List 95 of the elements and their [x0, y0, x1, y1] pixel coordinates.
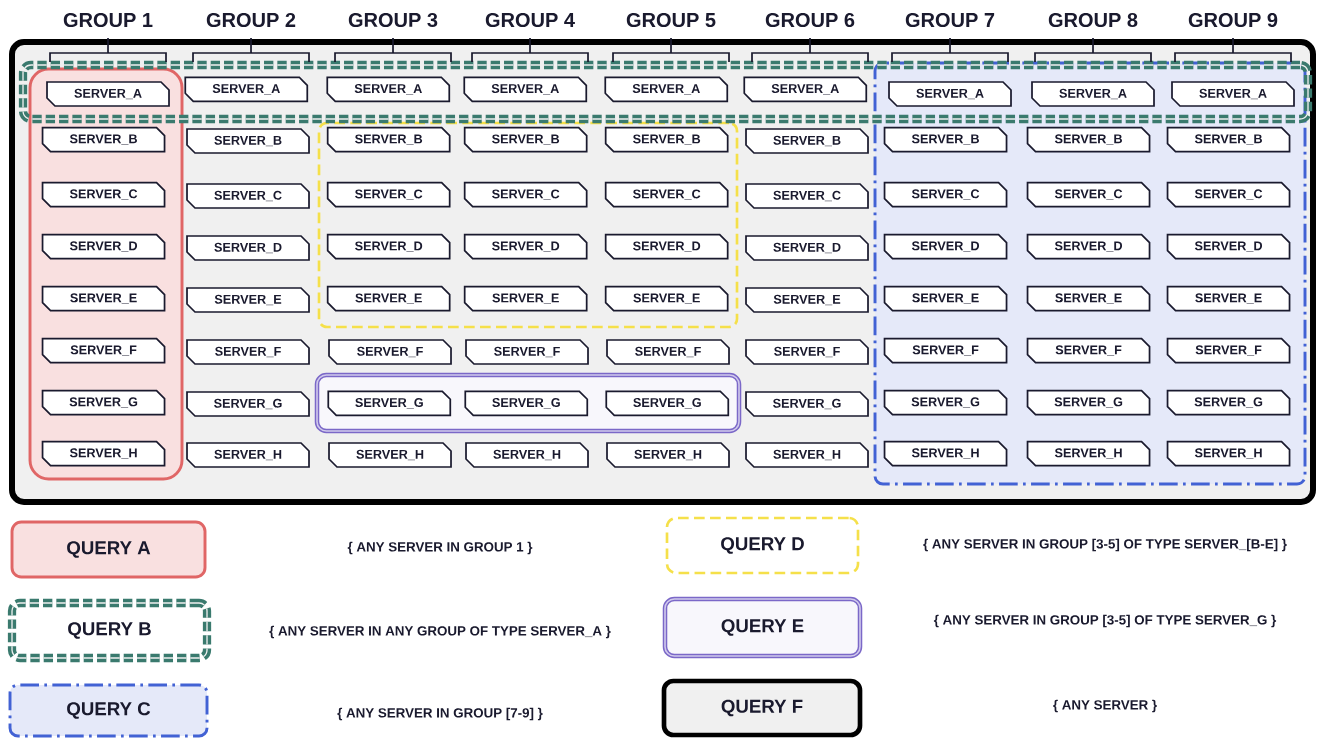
server-box: SERVER_G: [745, 391, 869, 417]
group-label: GROUP 2: [206, 12, 296, 28]
server-box: SERVER_B: [463, 126, 588, 153]
server-box: SERVER_E: [41, 285, 166, 312]
server-box: SERVER_D: [463, 233, 588, 260]
server-box: SERVER_D: [745, 235, 869, 261]
server-box: SERVER_A: [184, 76, 309, 103]
group-label: GROUP 3: [348, 12, 438, 28]
server-box: SERVER_E: [463, 285, 588, 312]
group-label: GROUP 9: [1188, 12, 1278, 28]
server-box: SERVER_H: [41, 440, 166, 467]
server-box: SERVER_G: [186, 391, 310, 417]
server-box: SERVER_B: [1026, 126, 1151, 153]
server-box: SERVER_D: [604, 233, 729, 260]
server-box: SERVER_B: [745, 128, 869, 154]
server-box: SERVER_E: [186, 287, 310, 313]
server-box: SERVER_A: [604, 76, 729, 103]
server-box: SERVER_A: [463, 76, 588, 103]
server-box: SERVER_D: [41, 233, 166, 260]
server-box: SERVER_G: [327, 390, 452, 417]
query-box: QUERY A: [10, 520, 207, 579]
query-description: { ANY SERVER }: [1053, 699, 1157, 713]
server-box: SERVER_H: [186, 442, 310, 468]
query-description: { ANY SERVER IN GROUP [3-5] OF TYPE SERVER_G }: [933, 614, 1277, 628]
server-box: SERVER_D: [326, 233, 451, 260]
group-label: GROUP 7: [905, 12, 995, 28]
server-box: SERVER_F: [41, 337, 166, 364]
server-box: SERVER_F: [1166, 337, 1291, 364]
server-box: SERVER_H: [328, 442, 452, 468]
server-box: SERVER_G: [883, 389, 1008, 416]
query-box: QUERY D: [665, 516, 860, 575]
server-box: SERVER_B: [883, 126, 1008, 153]
group-label: GROUP 4: [485, 12, 575, 28]
server-box: SERVER_C: [1166, 181, 1291, 208]
server-box: SERVER_H: [1026, 440, 1151, 467]
server-box: SERVER_E: [883, 285, 1008, 312]
server-box: SERVER_B: [186, 128, 310, 154]
server-box: SERVER_G: [464, 390, 589, 417]
server-box: SERVER_A: [46, 81, 170, 107]
server-box: SERVER_H: [606, 442, 730, 468]
query-description: { ANY SERVER IN GROUP [7-9] }: [337, 707, 543, 721]
query-box: QUERY E: [662, 596, 863, 659]
server-box: SERVER_G: [41, 389, 166, 416]
server-box: SERVER_E: [745, 287, 869, 313]
server-box: SERVER_C: [463, 181, 588, 208]
query-region: [18, 60, 1313, 124]
server-box: SERVER_A: [1031, 81, 1155, 107]
query-description: { ANY SERVER IN GROUP [3-5] OF TYPE SERVER_[B-E] }: [923, 538, 1287, 552]
server-box: SERVER_A: [888, 81, 1012, 107]
server-box: SERVER_C: [745, 183, 869, 209]
server-box: SERVER_A: [326, 76, 451, 103]
server-box: SERVER_C: [41, 181, 166, 208]
server-box: SERVER_A: [1171, 81, 1295, 107]
server-box: SERVER_C: [1026, 181, 1151, 208]
group-label: GROUP 8: [1048, 12, 1138, 28]
server-box: SERVER_D: [883, 233, 1008, 260]
server-box: SERVER_B: [1166, 126, 1291, 153]
server-box: SERVER_H: [883, 440, 1008, 467]
server-box: SERVER_B: [41, 126, 166, 153]
query-region: [317, 121, 739, 329]
server-box: SERVER_F: [1026, 337, 1151, 364]
server-box: SERVER_C: [326, 181, 451, 208]
server-box: SERVER_C: [883, 181, 1008, 208]
group-label: GROUP 5: [626, 12, 716, 28]
server-box: SERVER_F: [186, 339, 310, 365]
query-box: QUERY F: [661, 678, 863, 738]
server-box: SERVER_B: [604, 126, 729, 153]
server-box: SERVER_F: [745, 339, 869, 365]
server-box: SERVER_E: [326, 285, 451, 312]
server-box: SERVER_B: [326, 126, 451, 153]
server-box: SERVER_D: [1026, 233, 1151, 260]
server-box: SERVER_E: [604, 285, 729, 312]
server-box: SERVER_F: [606, 339, 730, 365]
server-box: SERVER_A: [743, 76, 868, 103]
query-description: { ANY SERVER IN ANY GROUP OF TYPE SERVER_A }: [269, 625, 611, 639]
server-box: SERVER_D: [186, 235, 310, 261]
server-box: SERVER_G: [1166, 389, 1291, 416]
server-box: SERVER_H: [745, 442, 869, 468]
server-box: SERVER_C: [604, 181, 729, 208]
server-box: SERVER_H: [1166, 440, 1291, 467]
server-box: SERVER_F: [883, 337, 1008, 364]
query-description: { ANY SERVER IN GROUP 1 }: [347, 541, 533, 555]
server-box: SERVER_H: [465, 442, 589, 468]
query-box: QUERY B: [7, 598, 212, 663]
server-box: SERVER_G: [1026, 389, 1151, 416]
server-box: SERVER_E: [1166, 285, 1291, 312]
server-box: SERVER_F: [465, 339, 589, 365]
query-box: QUERY C: [8, 683, 209, 738]
server-box: SERVER_D: [1166, 233, 1291, 260]
server-box: SERVER_E: [1026, 285, 1151, 312]
group-label: GROUP 6: [765, 12, 855, 28]
server-box: SERVER_C: [186, 183, 310, 209]
server-box: SERVER_F: [328, 339, 452, 365]
server-box: SERVER_G: [605, 390, 730, 417]
group-label: GROUP 1: [63, 12, 153, 28]
